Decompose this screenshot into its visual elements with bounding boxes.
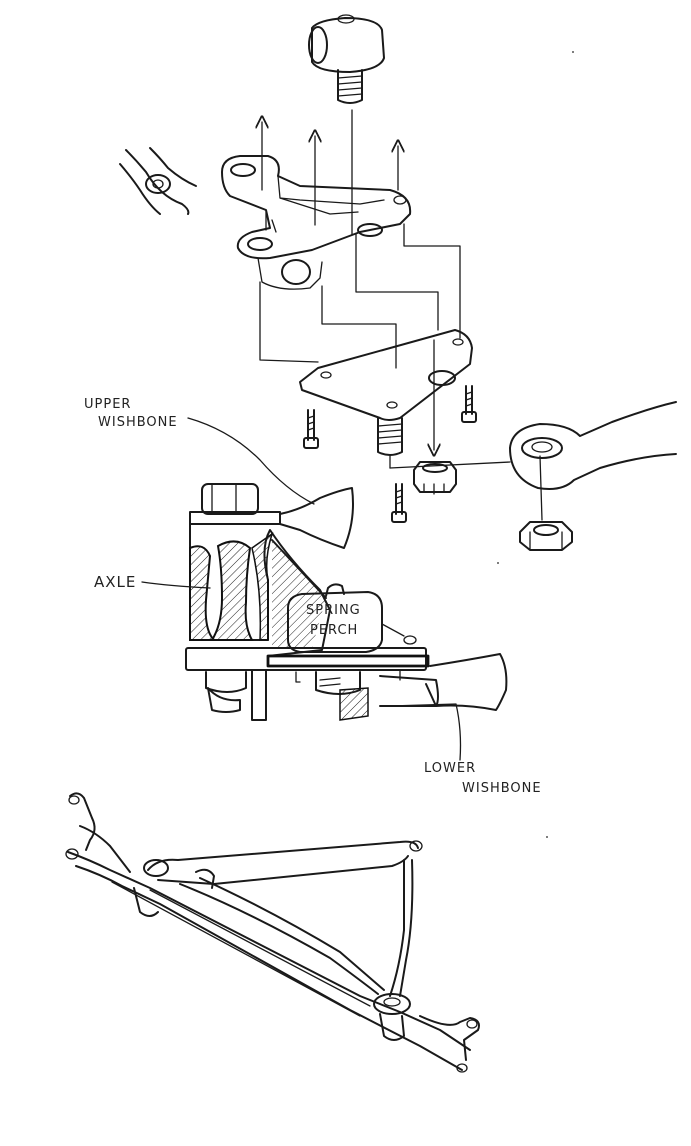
exploded-assembly bbox=[119, 14, 677, 551]
tie-rod-end bbox=[509, 401, 677, 521]
mounting-plate bbox=[299, 329, 473, 456]
exploded-arrows bbox=[262, 109, 434, 450]
guide-lines bbox=[259, 223, 461, 369]
axle-beam bbox=[189, 540, 254, 641]
perspective-assembly bbox=[65, 792, 480, 1073]
lower-wishbone-arm bbox=[379, 653, 508, 711]
upper-bracket bbox=[221, 155, 412, 290]
top-bushing bbox=[308, 14, 385, 104]
paper-specks bbox=[497, 51, 574, 838]
lower-nuts bbox=[205, 669, 401, 721]
label-spring-perch-1: SPRING bbox=[306, 603, 361, 618]
castle-nut bbox=[413, 461, 457, 495]
label-upper-wishbone-2: WISHBONE bbox=[98, 415, 178, 430]
hex-nut bbox=[519, 521, 573, 551]
cross-section bbox=[141, 417, 508, 761]
callout-labels: UPPER WISHBONE AXLE SPRING PERCH LOWER W… bbox=[84, 397, 542, 796]
leader-lines bbox=[141, 417, 462, 761]
upper-wishbone-bushing bbox=[189, 483, 354, 549]
bolts bbox=[303, 385, 511, 523]
spring-perch-block bbox=[287, 583, 417, 653]
label-spring-perch-2: PERCH bbox=[310, 623, 358, 638]
label-lower-wishbone-1: LOWER bbox=[424, 761, 476, 776]
label-axle: AXLE bbox=[94, 573, 136, 591]
label-upper-wishbone-1: UPPER bbox=[84, 397, 131, 412]
small-link bbox=[119, 147, 197, 215]
lower-plate bbox=[185, 647, 430, 721]
label-lower-wishbone-2: WISHBONE bbox=[462, 781, 542, 796]
